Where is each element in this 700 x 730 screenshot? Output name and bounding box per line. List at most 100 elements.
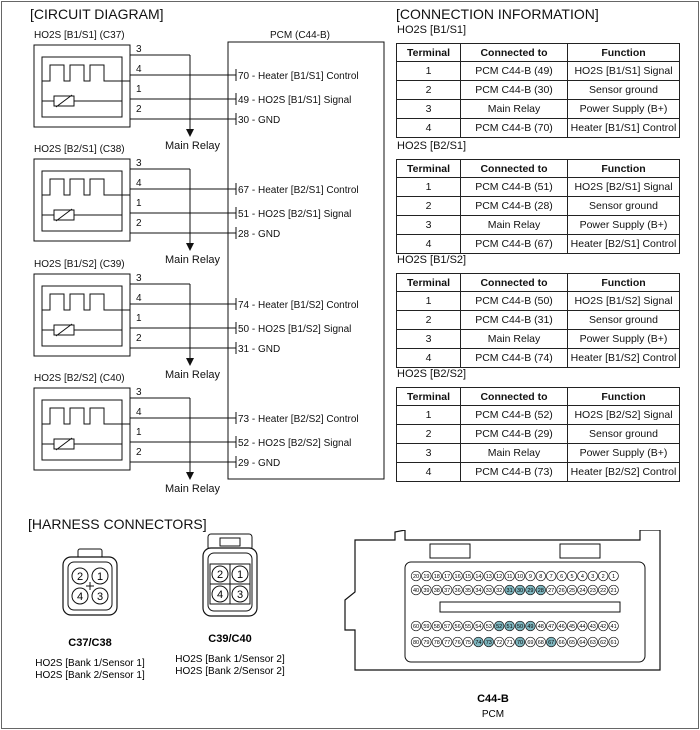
pcm-pin-68 [535, 636, 546, 648]
table-cell: HO2S [B2/S1] Signal [567, 177, 680, 197]
pcm-pin-number: 19 [423, 574, 429, 580]
table-cell: 3 [396, 329, 461, 349]
pcm-pin-6 [556, 570, 567, 582]
main-relay-label: Main Relay [165, 369, 221, 381]
table-cell: Heater [B1/S2] Control [567, 348, 680, 368]
pcm-pin-number: 14 [475, 574, 481, 580]
table-cell: Sensor ground [567, 80, 680, 100]
table-cell: PCM C44-B (67) [460, 234, 568, 254]
pcm-pin-number: 28 [538, 588, 544, 594]
heater-element-icon [42, 64, 122, 82]
pcm-pin-number: 9 [529, 574, 532, 580]
table-cell: PCM C44-B (29) [460, 424, 568, 444]
pcm-pin-number: 76 [455, 640, 461, 646]
pcm-pin-number: 77 [444, 640, 450, 646]
pin-number: 2 [136, 218, 142, 229]
pcm-pin-55 [462, 620, 474, 632]
pcm-pin-number: 75 [465, 640, 471, 646]
pcm-pin-number: 71 [507, 640, 513, 646]
table-cell: 1 [396, 177, 461, 197]
pcm-pin-number: 3 [591, 574, 594, 580]
pcm-terminal-label: 74 - Heater [B1/S2] Control [238, 300, 359, 311]
pcm-pin-number: 11 [507, 574, 513, 580]
pcm-pin-19 [421, 570, 432, 582]
pcm-pin-number: 34 [475, 588, 481, 594]
table-header: Function [567, 273, 680, 292]
connection-info-title: [CONNECTION INFORMATION] [396, 6, 599, 22]
pcm-pin-number: 43 [590, 624, 596, 630]
table-cell: 2 [396, 424, 461, 444]
pcm-pin-26 [556, 584, 567, 596]
pcm-pin-73 [483, 636, 494, 648]
pin-number: 1 [136, 84, 142, 95]
pin-number: 4 [77, 591, 83, 603]
pcm-pin-number: 62 [600, 640, 606, 646]
pcm-pin-5 [566, 570, 578, 582]
connector-id: C37/C38 [68, 637, 111, 649]
pin-number: 2 [136, 447, 142, 458]
pcm-pin-number: 25 [569, 588, 575, 594]
table-cell: Sensor ground [567, 196, 680, 216]
pcm-pin-number: 22 [600, 588, 606, 594]
pcm-pin-64 [577, 636, 588, 648]
pcm-pin-number: 26 [559, 588, 565, 594]
pcm-pin-number: 53 [486, 624, 492, 630]
pcm-pin-number: 80 [413, 640, 419, 646]
harness-connectors-title: [HARNESS CONNECTORS] [28, 516, 207, 532]
pcm-pin-number: 73 [486, 640, 492, 646]
pcm-pin-79 [421, 636, 432, 648]
pin-circle [71, 587, 89, 605]
pcm-pin-31 [504, 584, 515, 596]
table-cell: 4 [396, 348, 461, 368]
pcm-pin-57 [442, 620, 453, 632]
pcm-pin-21 [608, 584, 619, 596]
pcm-pin-number: 44 [579, 624, 585, 630]
pcm-pin-number: 30 [517, 588, 523, 594]
pcm-pin-56 [452, 620, 463, 632]
pcm-pin-number: 7 [550, 574, 553, 580]
pin-number: 3 [136, 273, 142, 284]
table-cell: HO2S [B1/S1] Signal [567, 61, 680, 81]
table-cell: 1 [396, 61, 461, 81]
pcm-pin-number: 79 [423, 640, 429, 646]
pcm-pin-78 [431, 636, 442, 648]
table-cell: 2 [396, 310, 461, 330]
pcm-pin-39 [421, 584, 432, 596]
pcm-pin-number: 5 [570, 574, 573, 580]
main-relay-label: Main Relay [165, 254, 221, 266]
heater-element-icon [42, 407, 122, 425]
sensor-title: HO2S [B1/S2] (C39) [34, 259, 125, 270]
pcm-pin-17 [442, 570, 453, 582]
pin-number: 3 [97, 591, 103, 603]
pcm-pin-number: 10 [517, 574, 523, 580]
table-cell: 3 [396, 215, 461, 235]
pcm-pin-number: 61 [611, 640, 617, 646]
pcm-pin-number: 17 [444, 574, 450, 580]
pcm-pin-number: 59 [423, 624, 429, 630]
arrow-down-icon [186, 243, 194, 251]
pcm-pin-number: 15 [465, 574, 471, 580]
table-cell: 3 [396, 99, 461, 119]
pcm-pin-number: 27 [548, 588, 554, 594]
pcm-pin-number: 29 [527, 588, 533, 594]
table-header: Terminal [396, 273, 461, 292]
pcm-pin-13 [483, 570, 494, 582]
table-cell: 1 [396, 291, 461, 311]
main-relay-label: Main Relay [165, 483, 221, 495]
pcm-pin-number: 68 [538, 640, 544, 646]
pcm-pin-number: 4 [581, 574, 584, 580]
table-cell: Heater [B1/S1] Control [567, 118, 680, 138]
heater-element-icon [42, 293, 122, 311]
